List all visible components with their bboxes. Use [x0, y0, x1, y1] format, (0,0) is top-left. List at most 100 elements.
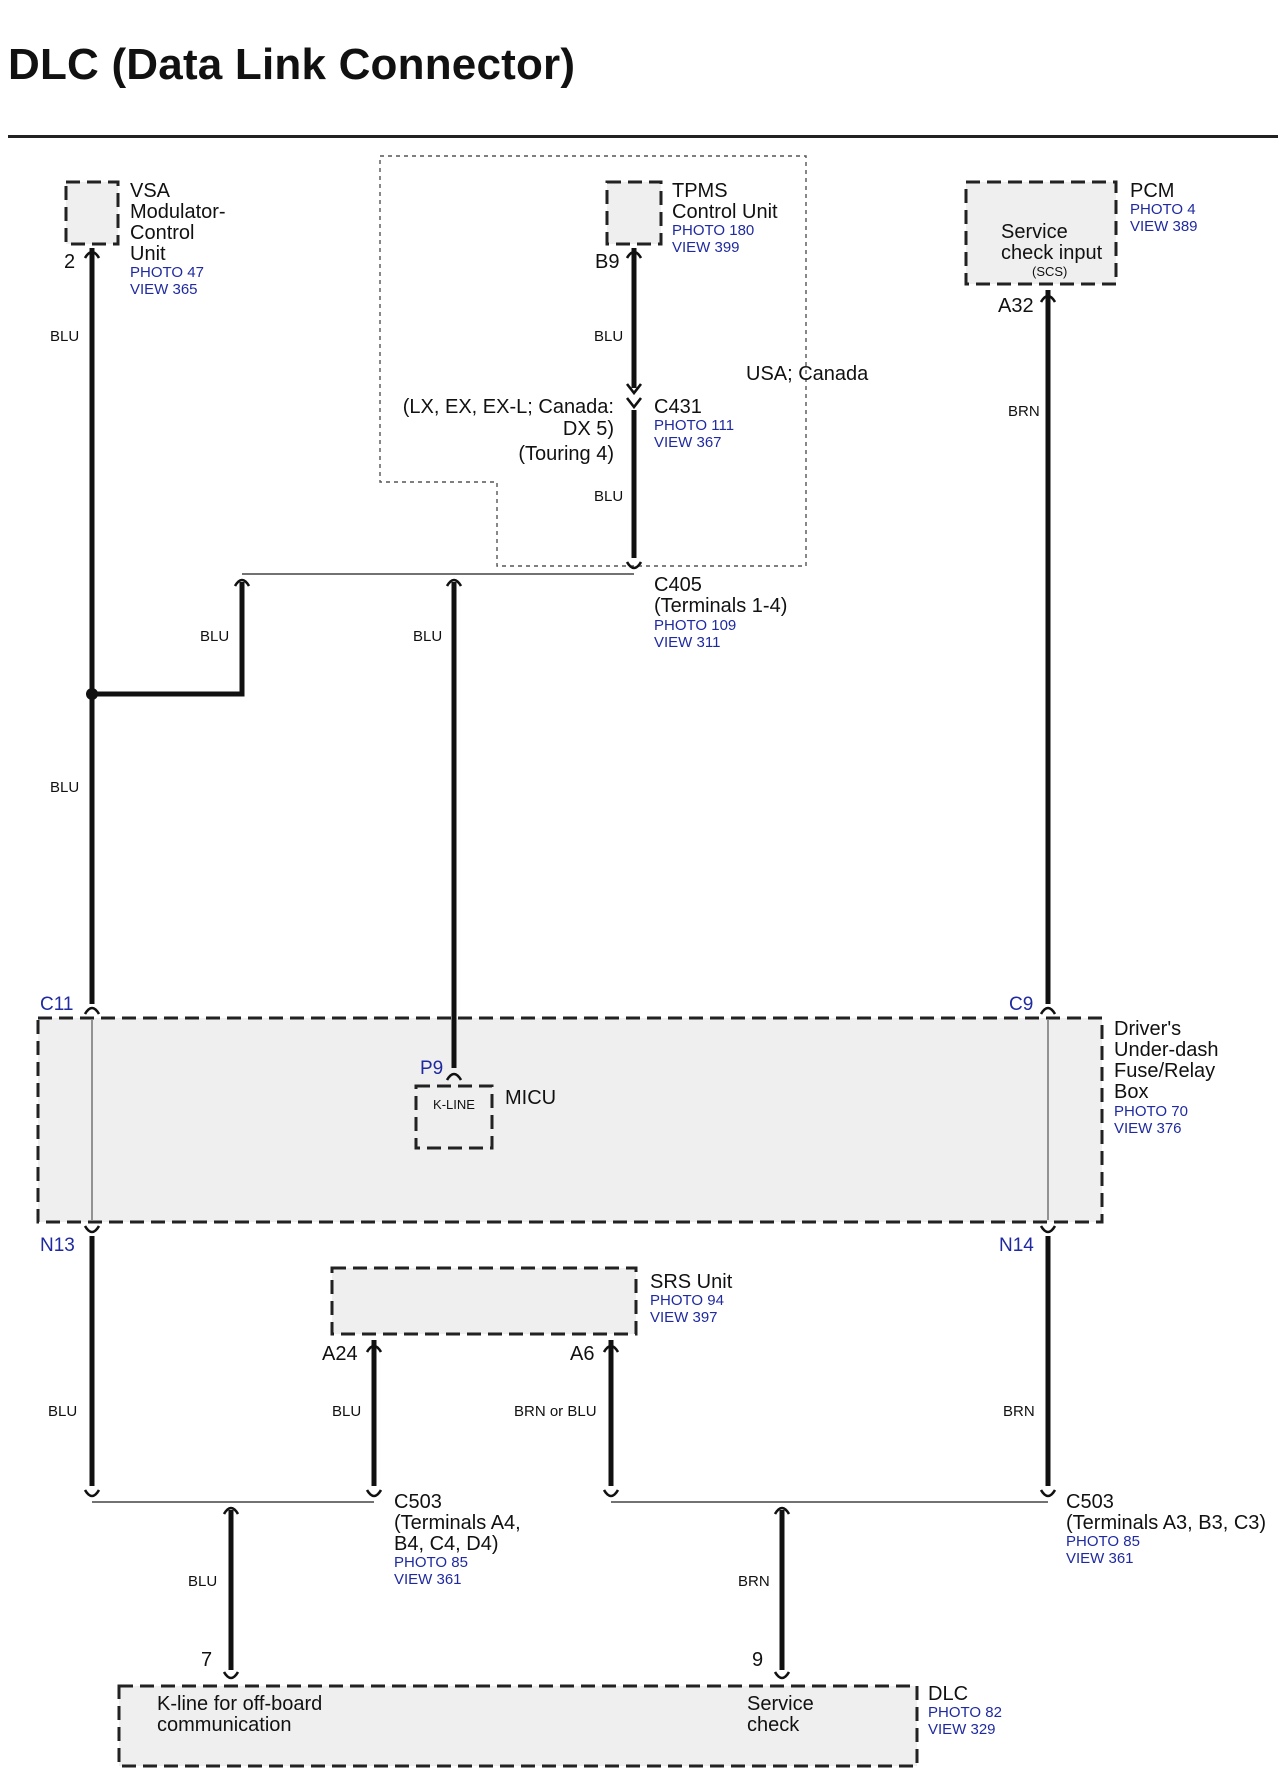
srs-pin-a6: A6 [570, 1343, 594, 1365]
c431-photo[interactable]: PHOTO 111 [654, 417, 734, 434]
pin-n14 [1039, 1225, 1057, 1234]
pcm-inner-sub: (SCS) [1032, 264, 1067, 279]
dlc-left-line2: communication [157, 1714, 292, 1736]
pcm-name: PCM [1130, 180, 1174, 202]
title-rule [8, 135, 1278, 138]
pin-pcm-a32 [1039, 294, 1057, 303]
c431-name: C431 [654, 396, 702, 418]
dlc-box[interactable] [117, 1684, 919, 1768]
pin-p9 [445, 1072, 463, 1081]
wire-label-dlc7: BLU [188, 1573, 217, 1590]
pin-c503-n14 [1039, 1489, 1057, 1498]
fuse-name-line3: Fuse/Relay [1114, 1060, 1215, 1082]
region-trim-line1: (LX, EX, EX-L; Canada: [403, 396, 614, 418]
dlc-right-line1: Service [747, 1693, 814, 1715]
c503-right-view[interactable]: VIEW 361 [1066, 1550, 1134, 1567]
tpms-photo[interactable]: PHOTO 180 [672, 222, 754, 239]
pin-c503-dlc9 [773, 1506, 791, 1515]
wire-label-dlc9: BRN [738, 1573, 770, 1590]
pin-dlc-9 [773, 1671, 791, 1680]
srs-photo[interactable]: PHOTO 94 [650, 1292, 724, 1309]
page-title: DLC (Data Link Connector) [8, 40, 576, 89]
micu-pin-p9: P9 [420, 1058, 443, 1079]
wire-label-branch-left: BLU [200, 628, 229, 645]
fuse-pin-c9: C9 [1009, 994, 1033, 1015]
c503-right-name: C503 [1066, 1491, 1114, 1513]
micu-box[interactable] [414, 1084, 494, 1150]
pin-c405-tpms [625, 561, 643, 570]
c405-view[interactable]: VIEW 311 [654, 634, 720, 651]
tpms-name-line1: TPMS [672, 180, 728, 202]
pcm-photo[interactable]: PHOTO 4 [1130, 201, 1196, 218]
vsa-view[interactable]: VIEW 365 [130, 281, 198, 298]
pin-c405-1 [233, 578, 251, 587]
vsa-name-line1: VSA [130, 180, 171, 202]
pcm-pin: A32 [998, 295, 1034, 317]
fuse-box[interactable] [36, 1016, 1104, 1224]
c503-left-terminals-line2: B4, C4, D4) [394, 1533, 498, 1555]
fuse-pin-c11: C11 [40, 994, 73, 1015]
tpms-name-line2: Control Unit [672, 201, 778, 223]
pin-c503-n13 [83, 1489, 101, 1498]
pin-c431-female [625, 397, 643, 410]
micu-name: MICU [505, 1087, 556, 1109]
c431-view[interactable]: VIEW 367 [654, 434, 722, 451]
pcm-inner-line2: check input [1001, 242, 1103, 264]
wire-label-a6: BRN or BLU [514, 1403, 597, 1420]
fuse-pin-n14: N14 [999, 1235, 1034, 1256]
wire-label-vsa-top: BLU [50, 328, 79, 345]
c405-photo[interactable]: PHOTO 109 [654, 617, 736, 634]
wire-label-tpms-top: BLU [594, 328, 623, 345]
srs-view[interactable]: VIEW 397 [650, 1309, 718, 1326]
pin-c503-a6 [602, 1489, 620, 1498]
wire-label-vsa-lower: BLU [50, 779, 79, 796]
dlc-photo[interactable]: PHOTO 82 [928, 1704, 1002, 1721]
region-trim-line2: DX 5) [563, 418, 614, 440]
srs-name: SRS Unit [650, 1271, 733, 1293]
wire-branch-left [92, 582, 245, 697]
dlc-view[interactable]: VIEW 329 [928, 1721, 996, 1738]
c503-right-terminals: (Terminals A3, B3, C3) [1066, 1512, 1266, 1534]
dlc-pin-9: 9 [752, 1649, 763, 1671]
pin-c11 [83, 1006, 101, 1015]
fuse-name-line2: Under-dash [1114, 1039, 1219, 1061]
c503-left-view[interactable]: VIEW 361 [394, 1571, 462, 1588]
wire-label-n14: BRN [1003, 1403, 1035, 1420]
c503-right-photo[interactable]: PHOTO 85 [1066, 1533, 1140, 1550]
dlc-right-line2: check [747, 1714, 800, 1736]
srs-box[interactable] [330, 1266, 638, 1336]
region-usa-canada: USA; Canada [746, 363, 869, 385]
dlc-left-line1: K-line for off-board [157, 1693, 322, 1715]
vsa-name-line3: Control [130, 222, 194, 244]
c503-left-terminals-line1: (Terminals A4, [394, 1512, 521, 1534]
fuse-view[interactable]: VIEW 376 [1114, 1120, 1182, 1137]
vsa-name-line4: Unit [130, 243, 166, 265]
pin-dlc-7 [222, 1671, 240, 1680]
c405-name: C405 [654, 574, 702, 596]
fuse-pin-n13: N13 [40, 1235, 75, 1256]
pin-c503-dlc7 [222, 1506, 240, 1515]
pin-n13 [83, 1225, 101, 1234]
pin-tpms-b9 [625, 250, 643, 259]
vsa-box[interactable] [64, 180, 120, 246]
pcm-view[interactable]: VIEW 389 [1130, 218, 1198, 235]
wire-label-tpms-mid: BLU [594, 488, 623, 505]
c503-left-photo[interactable]: PHOTO 85 [394, 1554, 468, 1571]
micu-inner: K-LINE [433, 1097, 475, 1112]
fuse-name-line4: Box [1114, 1081, 1148, 1103]
wire-label-a24: BLU [332, 1403, 361, 1420]
tpms-view[interactable]: VIEW 399 [672, 239, 740, 256]
fuse-photo[interactable]: PHOTO 70 [1114, 1103, 1188, 1120]
vsa-name-line2: Modulator- [130, 201, 226, 223]
fuse-name-line1: Driver's [1114, 1018, 1181, 1040]
c405-terminals: (Terminals 1-4) [654, 595, 787, 617]
vsa-photo[interactable]: PHOTO 47 [130, 264, 204, 281]
wire-label-pcm: BRN [1008, 403, 1040, 420]
variant-region-outline [379, 155, 807, 567]
dlc-name: DLC [928, 1683, 968, 1705]
wire-label-n13: BLU [48, 1403, 77, 1420]
tpms-pin: B9 [595, 251, 619, 273]
pcm-box[interactable] [964, 180, 1118, 286]
tpms-box[interactable] [605, 180, 663, 246]
